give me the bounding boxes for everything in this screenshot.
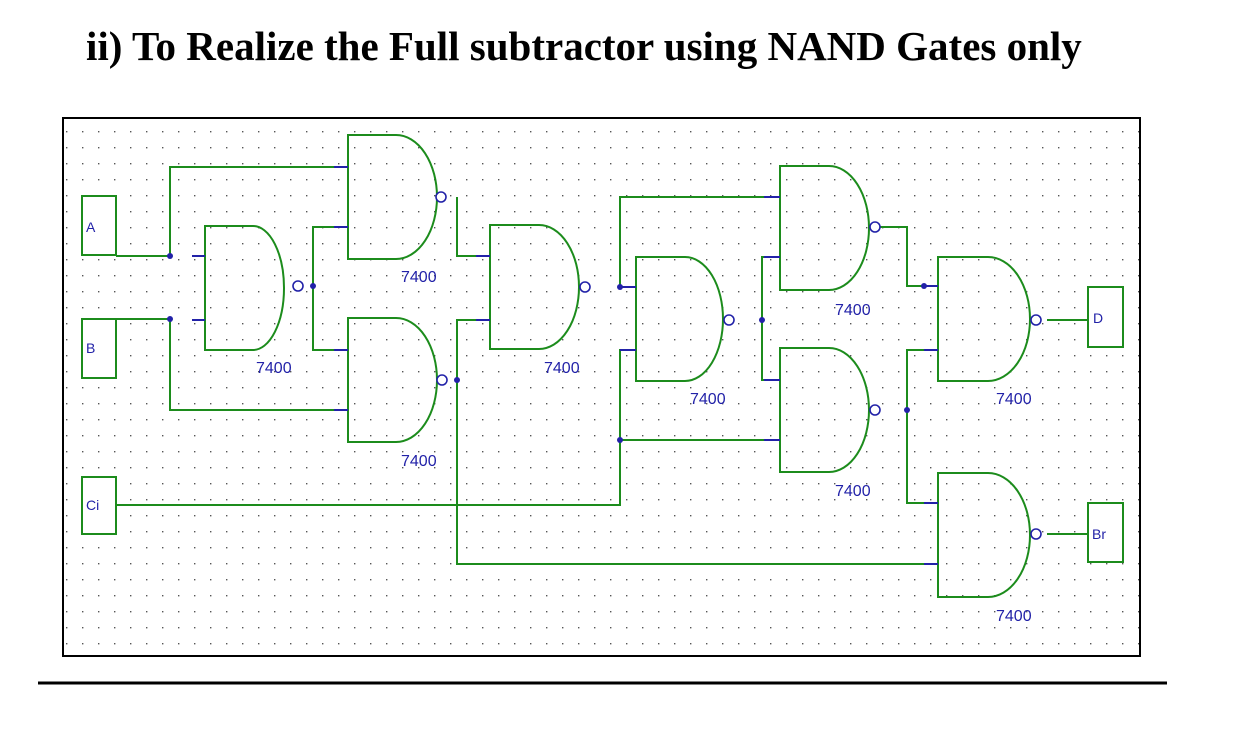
gate-part-label: 7400	[401, 269, 437, 286]
nand-gate-4: 7400	[476, 224, 591, 377]
input-terminal-b: B	[81, 318, 117, 379]
input-label-b: B	[86, 340, 95, 356]
gate-part-label: 7400	[544, 360, 580, 377]
output-label-br: Br	[1092, 526, 1106, 542]
input-label-a: A	[86, 219, 96, 235]
output-terminal-d: D	[1087, 286, 1124, 348]
input-label-ci: Ci	[86, 497, 99, 513]
page-heading: ii) To Realize the Full subtractor using…	[86, 23, 1082, 69]
input-terminal-a: A	[81, 195, 117, 256]
grid-background	[63, 118, 1140, 656]
nand-gate-1: 7400	[192, 225, 304, 377]
nand-gate-3: 7400	[334, 317, 448, 470]
gate-part-label: 7400	[835, 302, 871, 319]
gate-part-label: 7400	[996, 391, 1032, 408]
gate-part-label: 7400	[835, 483, 871, 500]
nand-gate-2: 7400	[334, 134, 447, 286]
gate-part-label: 7400	[996, 608, 1032, 625]
nand-gate-7: 7400	[764, 347, 881, 500]
nand-gate-8: 7400	[924, 256, 1042, 408]
gate-part-label: 7400	[256, 360, 292, 377]
gate-part-label: 7400	[401, 453, 437, 470]
nand-gate-6: 7400	[764, 165, 881, 319]
output-terminal-br: Br	[1087, 502, 1124, 563]
junction-dots	[167, 253, 927, 443]
gate-part-label: 7400	[690, 391, 726, 408]
schematic-frame	[62, 117, 1141, 657]
output-label-d: D	[1093, 310, 1103, 326]
nand-gate-9: 7400	[924, 472, 1042, 625]
input-terminal-ci: Ci	[81, 476, 117, 535]
